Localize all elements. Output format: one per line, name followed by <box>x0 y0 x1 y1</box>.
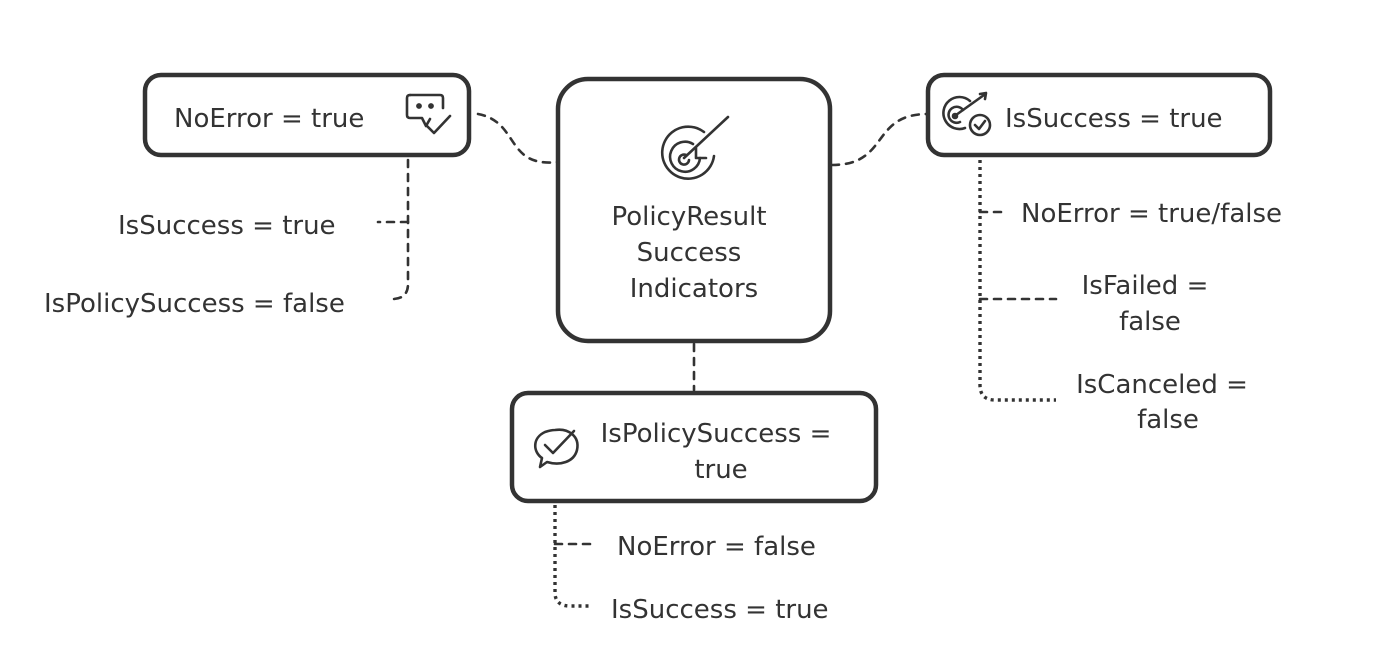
issuccess-node: IsSuccess = true <box>925 72 1273 158</box>
connector-noerror-children <box>392 158 410 301</box>
connector-center-noerror <box>476 112 560 164</box>
noerror-node: NoError = true <box>142 72 472 158</box>
issuccess-child-iscanceled-line1: IsCanceled = <box>1076 370 1248 400</box>
issuccess-child-noerror: NoError = true/false <box>1021 199 1282 229</box>
center-node: PolicyResult Success Indicators <box>555 76 833 344</box>
center-title-line3: Indicators <box>630 274 758 304</box>
issuccess-child-iscanceled-line2: false <box>1137 405 1199 435</box>
target-arrow-icon <box>660 115 730 180</box>
connector-issuccess-children <box>978 160 1056 402</box>
chat-check-icon <box>533 428 579 469</box>
ispolicysuccess-node-label-line1: IsPolicySuccess = <box>601 419 832 449</box>
center-title-line2: Success <box>637 238 742 268</box>
ispolicysuccess-child-noerror: NoError = false <box>617 532 816 562</box>
noerror-child-issuccess: IsSuccess = true <box>118 211 336 241</box>
target-check-icon <box>942 91 992 137</box>
center-title-line1: PolicyResult <box>611 202 766 232</box>
noerror-node-label: NoError = true <box>174 104 364 134</box>
connector-ispolicysuccess-children <box>553 470 592 608</box>
ispolicysuccess-node-label-line2: true <box>694 455 747 485</box>
issuccess-child-isfailed-line1: IsFailed = <box>1082 271 1209 301</box>
connector-center-issuccess <box>830 112 930 167</box>
ispolicysuccess-child-issuccess: IsSuccess = true <box>611 595 829 625</box>
issuccess-child-isfailed-line2: false <box>1119 307 1181 337</box>
noerror-child-ispolicysuccess: IsPolicySuccess = false <box>44 289 345 319</box>
ispolicysuccess-node: IsPolicySuccess = true <box>509 390 879 504</box>
issuccess-node-label: IsSuccess = true <box>1005 104 1223 134</box>
message-check-icon <box>405 93 452 135</box>
